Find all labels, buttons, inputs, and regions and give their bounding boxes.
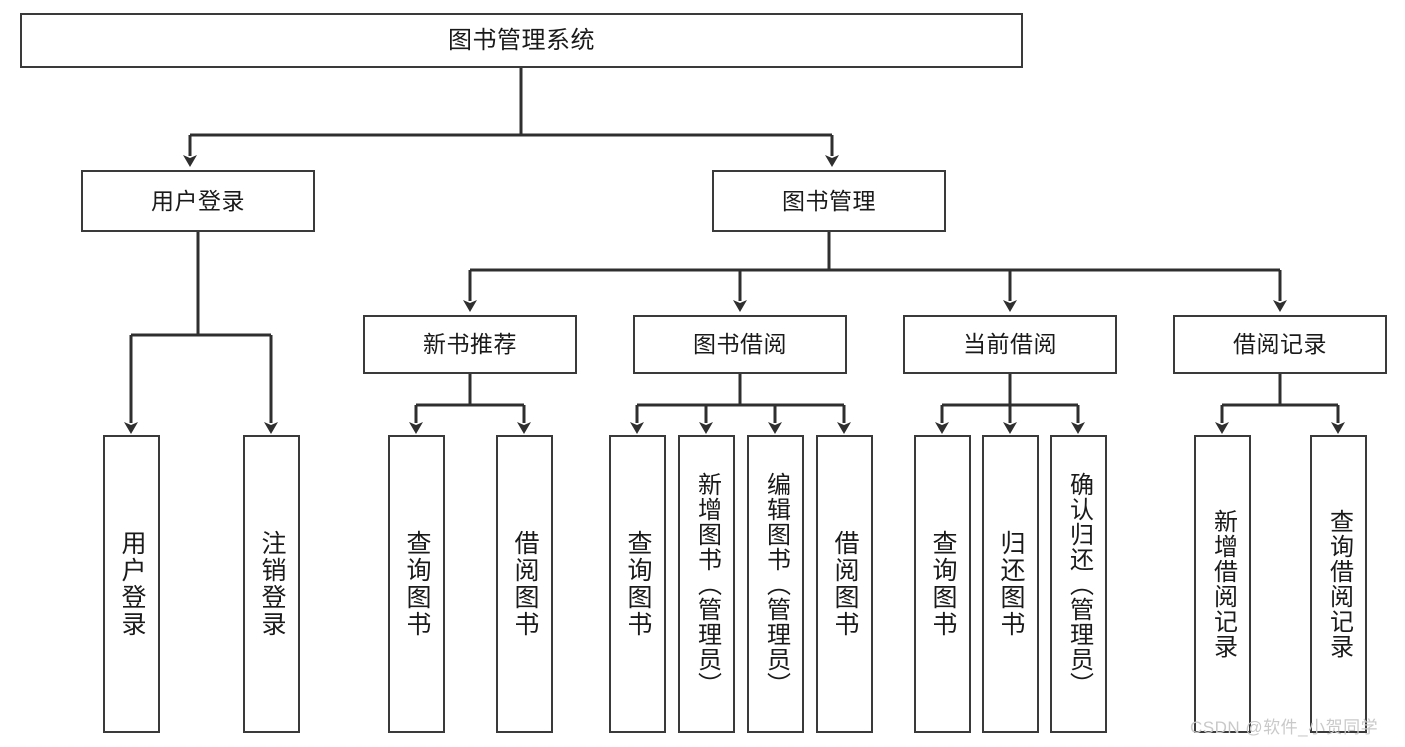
node-leaf-query-record[interactable]: 查询借阅记录: [1310, 435, 1367, 733]
node-label: 新增借阅记录: [1209, 509, 1237, 659]
node-root-book-management-system[interactable]: 图书管理系统: [20, 13, 1023, 68]
node-label: 用户登录: [118, 530, 146, 638]
node-new-book-recommend[interactable]: 新书推荐: [363, 315, 577, 374]
node-label: 查询借阅记录: [1325, 509, 1353, 659]
node-leaf-query-book-1[interactable]: 查询图书: [388, 435, 445, 733]
node-label: 查询图书: [929, 530, 957, 638]
node-label: 借阅图书: [831, 530, 859, 638]
node-leaf-logout-login[interactable]: 注销登录: [243, 435, 300, 733]
node-leaf-add-record[interactable]: 新增借阅记录: [1194, 435, 1251, 733]
node-label: 新书推荐: [423, 331, 517, 358]
node-leaf-confirm-return[interactable]: 确认归还（管理员）: [1050, 435, 1107, 733]
node-label: 借阅记录: [1233, 331, 1327, 358]
node-leaf-edit-book[interactable]: 编辑图书（管理员）: [747, 435, 804, 733]
watermark-csdn: CSDN @软件_小贺同学: [1190, 718, 1379, 737]
node-book-borrow[interactable]: 图书借阅: [633, 315, 847, 374]
node-current-borrow[interactable]: 当前借阅: [903, 315, 1117, 374]
node-label: 确认归还（管理员）: [1065, 471, 1093, 697]
node-book-manage[interactable]: 图书管理: [712, 170, 946, 232]
node-label: 归还图书: [997, 530, 1025, 638]
node-label: 查询图书: [403, 530, 431, 638]
node-label: 图书管理: [782, 187, 876, 214]
node-label: 查询图书: [624, 530, 652, 638]
node-leaf-add-book[interactable]: 新增图书（管理员）: [678, 435, 735, 733]
node-leaf-query-book-2[interactable]: 查询图书: [609, 435, 666, 733]
node-user-login[interactable]: 用户登录: [81, 170, 315, 232]
node-label: 图书借阅: [693, 331, 787, 358]
node-label: 当前借阅: [963, 331, 1057, 358]
node-leaf-return-book[interactable]: 归还图书: [982, 435, 1039, 733]
node-leaf-borrow-book-2[interactable]: 借阅图书: [816, 435, 873, 733]
node-borrow-record[interactable]: 借阅记录: [1173, 315, 1387, 374]
node-label: 注销登录: [258, 530, 286, 638]
node-label: 新增图书（管理员）: [693, 471, 721, 697]
node-leaf-borrow-book-1[interactable]: 借阅图书: [496, 435, 553, 733]
node-label: 编辑图书（管理员）: [762, 471, 790, 697]
node-leaf-query-book-3[interactable]: 查询图书: [914, 435, 971, 733]
node-label: 借阅图书: [511, 530, 539, 638]
node-label: 用户登录: [151, 187, 245, 214]
node-leaf-user-login[interactable]: 用户登录: [103, 435, 160, 733]
node-label: 图书管理系统: [448, 26, 595, 54]
